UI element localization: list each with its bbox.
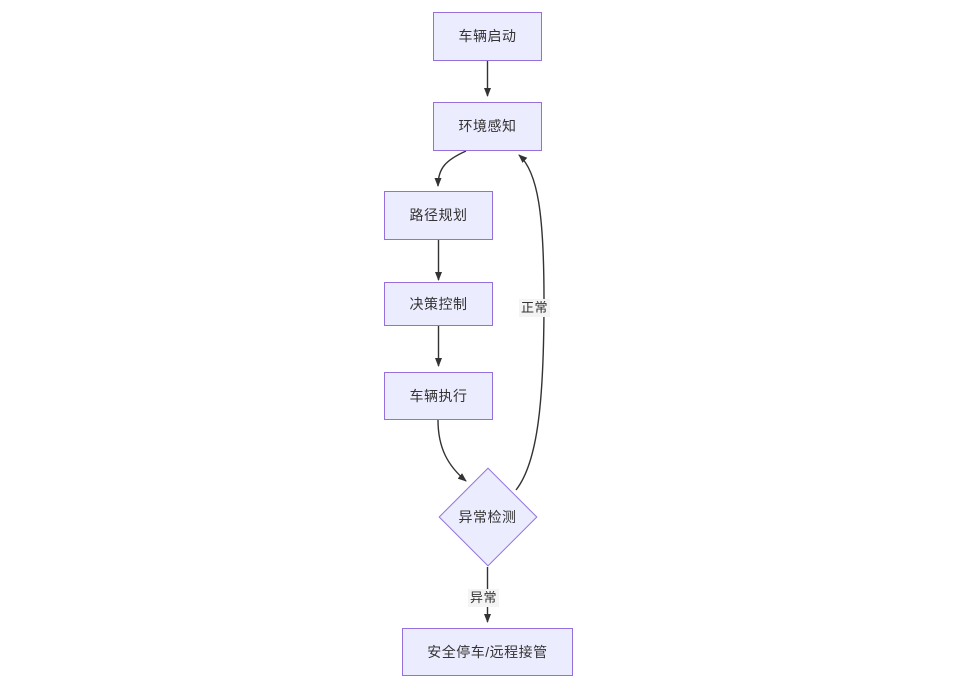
edge-perception-to-planning [434,150,467,187]
node-execution[interactable]: 车辆执行 [384,372,493,420]
node-anomaly-detection[interactable]: 异常检测 [438,466,537,567]
node-execution-label: 车辆执行 [409,387,468,404]
edge-label-normal: 正常 [519,299,551,318]
node-fallback[interactable]: 安全停车/远程接管 [402,628,573,676]
node-planning[interactable]: 路径规划 [384,191,493,240]
edge-label-abnormal: 异常 [468,589,500,608]
node-start[interactable]: 车辆启动 [433,12,542,61]
node-perception[interactable]: 环境感知 [433,102,542,151]
node-start-label: 车辆启动 [458,28,517,45]
edge-anomaly-to-perception-normal [515,154,545,491]
node-perception-label: 环境感知 [458,118,517,135]
node-planning-label: 路径规划 [409,207,468,224]
node-fallback-label: 安全停车/远程接管 [427,643,548,660]
node-decision-label: 决策控制 [409,295,468,312]
node-decision[interactable]: 决策控制 [384,282,493,326]
node-anomaly-detection-label: 异常检测 [458,508,517,525]
